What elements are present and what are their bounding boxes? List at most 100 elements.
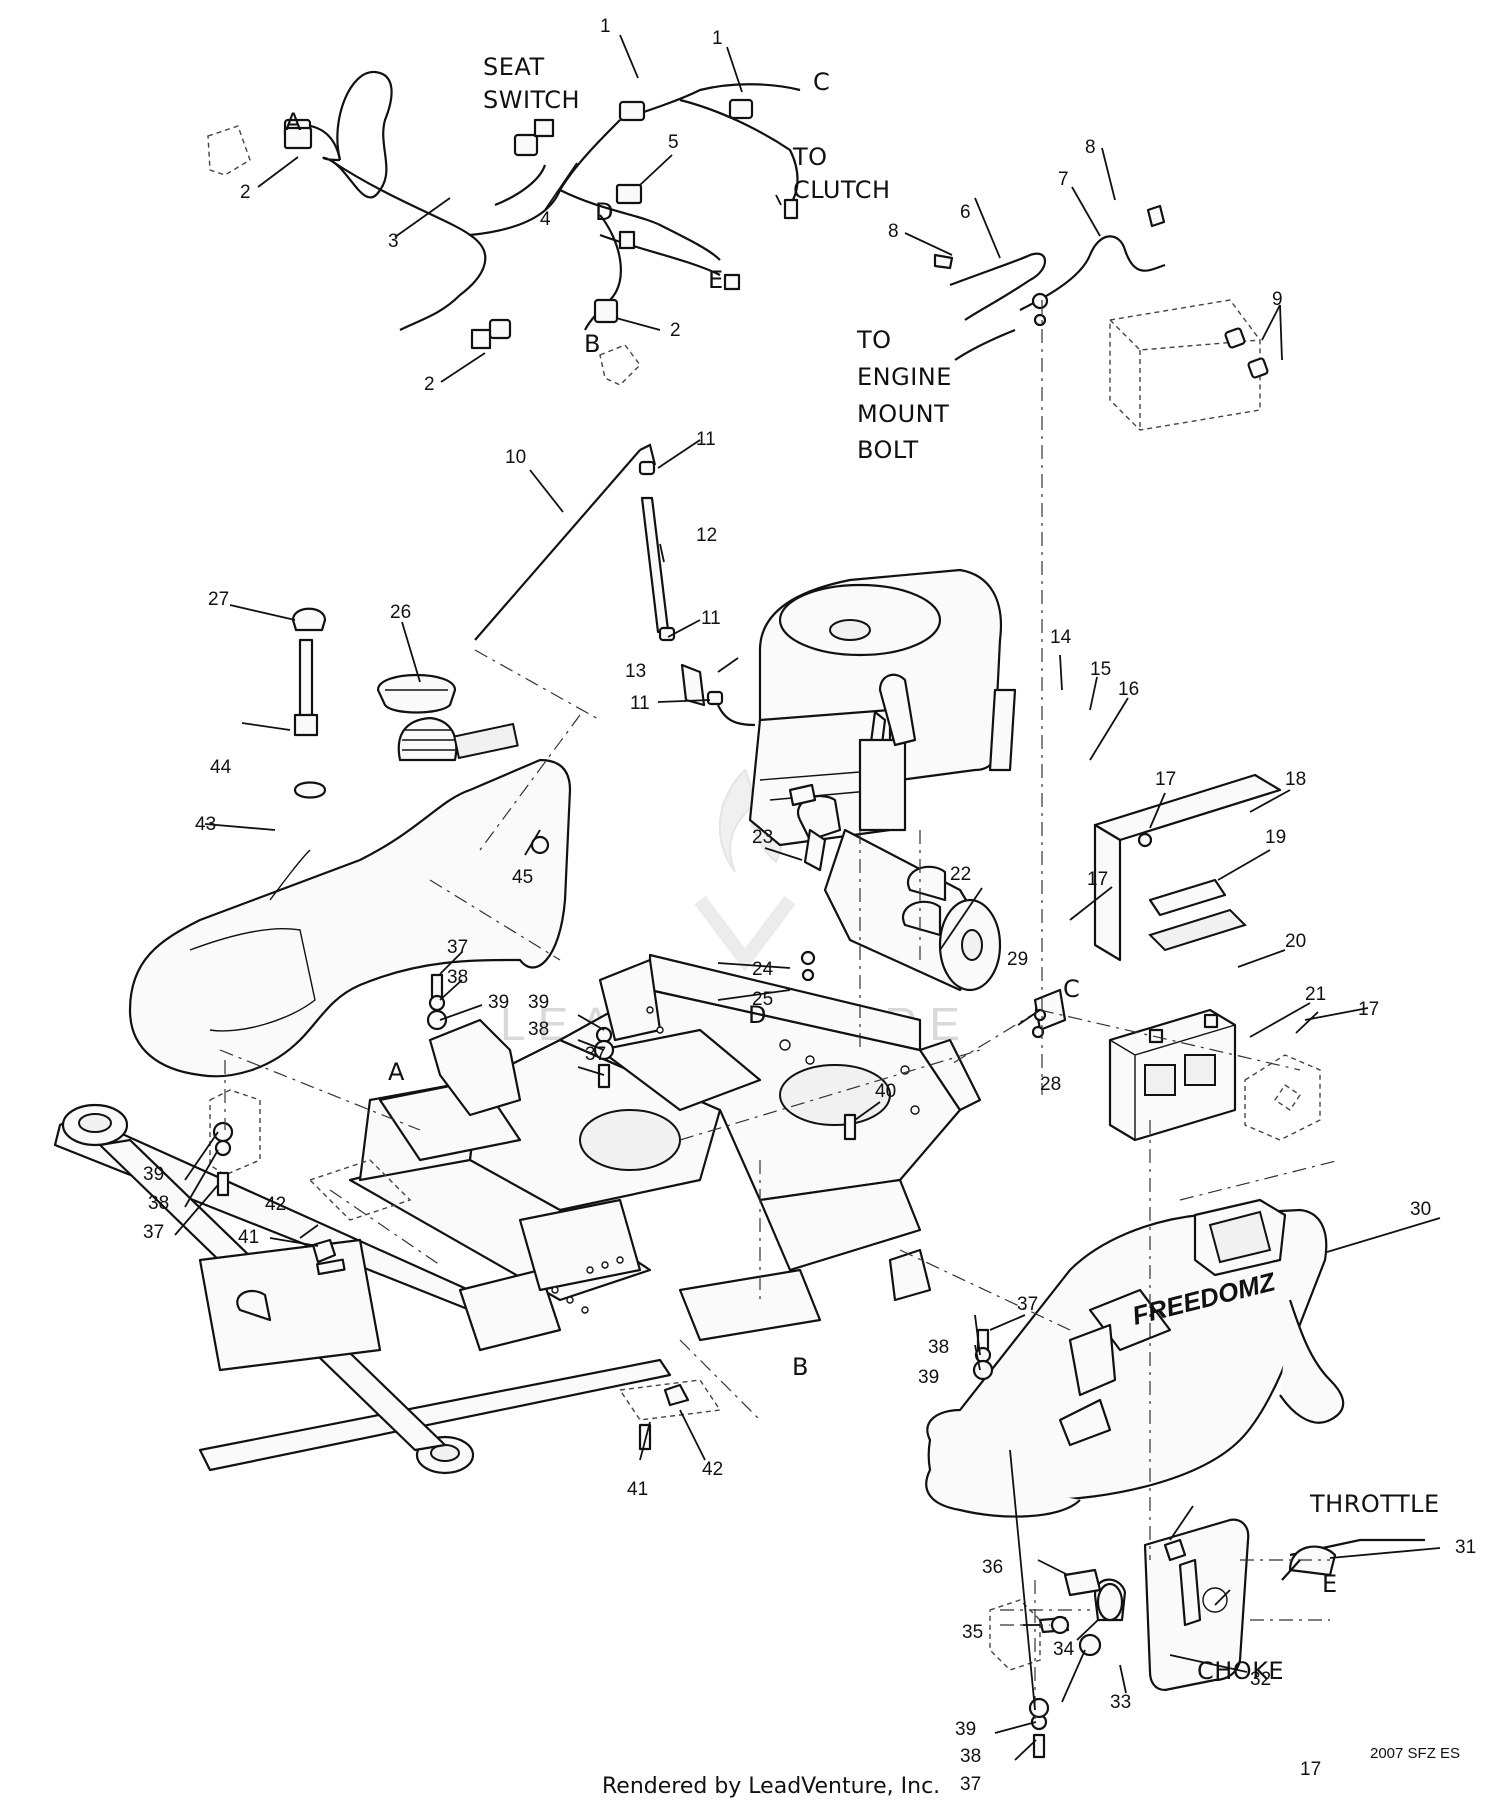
callout-number: 29 <box>1007 949 1028 970</box>
callout-number: 11 <box>630 693 650 714</box>
callout-number: 39 <box>488 992 509 1013</box>
callout-number: 17 <box>1155 769 1176 790</box>
callout-number: 44 <box>210 757 232 778</box>
alignment-lines <box>219 300 1341 1720</box>
to-engine-label-4: BOLT <box>857 436 919 464</box>
connector-d: D <box>595 198 614 226</box>
callout-number: 16 <box>1118 679 1139 700</box>
callout-number: 2 <box>424 374 435 395</box>
callout-number: 40 <box>875 1081 896 1102</box>
callout-number: 38 <box>447 967 468 988</box>
callout-number: 39 <box>918 1367 939 1388</box>
callout-number: 17 <box>1087 869 1108 890</box>
callout-number: 7 <box>1058 169 1069 190</box>
callout-number: 8 <box>1085 137 1096 158</box>
callout-number: 3 <box>388 231 399 252</box>
callout-number: 32 <box>1250 1669 1271 1690</box>
callout-number: 37 <box>447 937 468 958</box>
callout-number: 42 <box>265 1194 286 1215</box>
callout-number: 27 <box>208 589 229 610</box>
callout-number: 25 <box>752 989 773 1010</box>
connector-letters: A B C D E A B C D E <box>285 68 1338 1598</box>
callout-number: 37 <box>960 1774 981 1795</box>
seat-switch-label-2: SWITCH <box>483 86 580 114</box>
choke-label: CHOKE <box>1197 1657 1284 1685</box>
to-engine-label: TO <box>856 326 892 354</box>
frame-point-b: B <box>792 1353 809 1381</box>
fuel-system <box>474 443 756 727</box>
callout-number: 11 <box>696 429 716 450</box>
callout-number: 20 <box>1285 931 1306 952</box>
callout-number: 23 <box>752 827 773 848</box>
battery-area <box>1033 773 1321 1142</box>
callout-number: 24 <box>752 959 774 980</box>
callout-number: 14 <box>1050 627 1072 648</box>
throttle-label: THROTTLE <box>1309 1490 1440 1518</box>
callout-number: 1 <box>600 16 611 37</box>
controls <box>989 1518 1425 1692</box>
callout-number: 4 <box>540 209 551 230</box>
callout-number: 42 <box>702 1459 723 1480</box>
callout-number: 41 <box>238 1227 259 1248</box>
callout-number: 21 <box>1305 984 1326 1005</box>
to-engine-label-2: ENGINE <box>857 363 952 391</box>
muffler <box>788 783 1002 992</box>
frame-point-a: A <box>388 1058 405 1086</box>
connector-c: C <box>813 68 830 96</box>
callout-number: 12 <box>696 525 717 546</box>
callout-number: 9 <box>1272 289 1283 310</box>
callout-number: 34 <box>1053 1639 1075 1660</box>
callout-number: 43 <box>195 814 216 835</box>
callout-number: 28 <box>1040 1074 1061 1095</box>
fuel-tank <box>128 607 572 1176</box>
callout-number: 31 <box>1455 1537 1476 1558</box>
leader-lines <box>174 34 1441 1761</box>
callout-number: 37 <box>1017 1294 1038 1315</box>
callout-numbers: 1 1 2 2 2 3 4 5 6 7 8 8 9 10 11 11 11 12… <box>143 16 1476 1795</box>
callout-number: 15 <box>1090 659 1111 680</box>
callout-number: 38 <box>960 1746 981 1767</box>
callout-number: 1 <box>712 28 723 49</box>
notes: SEAT SWITCH TO CLUTCH TO ENGINE MOUNT BO… <box>483 53 1440 1685</box>
callout-number: 33 <box>1110 1692 1131 1713</box>
callout-number: 39 <box>528 992 549 1013</box>
callout-number: 2 <box>670 320 681 341</box>
battery-cables <box>933 204 1269 431</box>
frame-point-c: C <box>1063 975 1080 1003</box>
connector-e: E <box>708 266 724 294</box>
callout-number: 37 <box>585 1044 606 1065</box>
to-clutch-label: TO <box>792 143 828 171</box>
callout-number: 45 <box>512 867 533 888</box>
callout-number: 41 <box>627 1479 648 1500</box>
right-fender: FREEDOMZ <box>925 1198 1345 1518</box>
callout-number: 19 <box>1265 827 1286 848</box>
callout-number: 17 <box>1358 999 1379 1020</box>
callout-number: 30 <box>1410 1199 1431 1220</box>
seat-switch-label: SEAT <box>483 53 545 81</box>
to-clutch-label-2: CLUTCH <box>793 176 891 204</box>
callout-number: 6 <box>960 202 971 223</box>
connector-a: A <box>285 108 302 136</box>
control-point-e: E <box>1322 1570 1338 1598</box>
callout-number: 18 <box>1285 769 1306 790</box>
to-engine-label-3: MOUNT <box>857 400 949 428</box>
connector-b: B <box>584 330 601 358</box>
callout-number: 2 <box>240 182 251 203</box>
callout-number: 39 <box>955 1719 976 1740</box>
callout-number: 39 <box>143 1164 164 1185</box>
frame-point-d: D <box>748 1001 767 1029</box>
footer-credit: Rendered by LeadVenture, Inc. <box>602 1774 940 1799</box>
callout-number: 10 <box>505 447 526 468</box>
callout-number: 38 <box>148 1193 169 1214</box>
callout-number: 17 <box>1300 1759 1321 1780</box>
callout-number: 13 <box>625 661 646 682</box>
callout-number: 8 <box>888 221 899 242</box>
engine <box>748 568 1017 847</box>
callout-number: 38 <box>928 1337 949 1358</box>
callout-number: 35 <box>962 1622 983 1643</box>
callout-number: 37 <box>143 1222 164 1243</box>
drawing-code: 2007 SFZ ES <box>1370 1745 1460 1762</box>
callout-number: 36 <box>982 1557 1003 1578</box>
callout-number: 5 <box>668 132 679 153</box>
